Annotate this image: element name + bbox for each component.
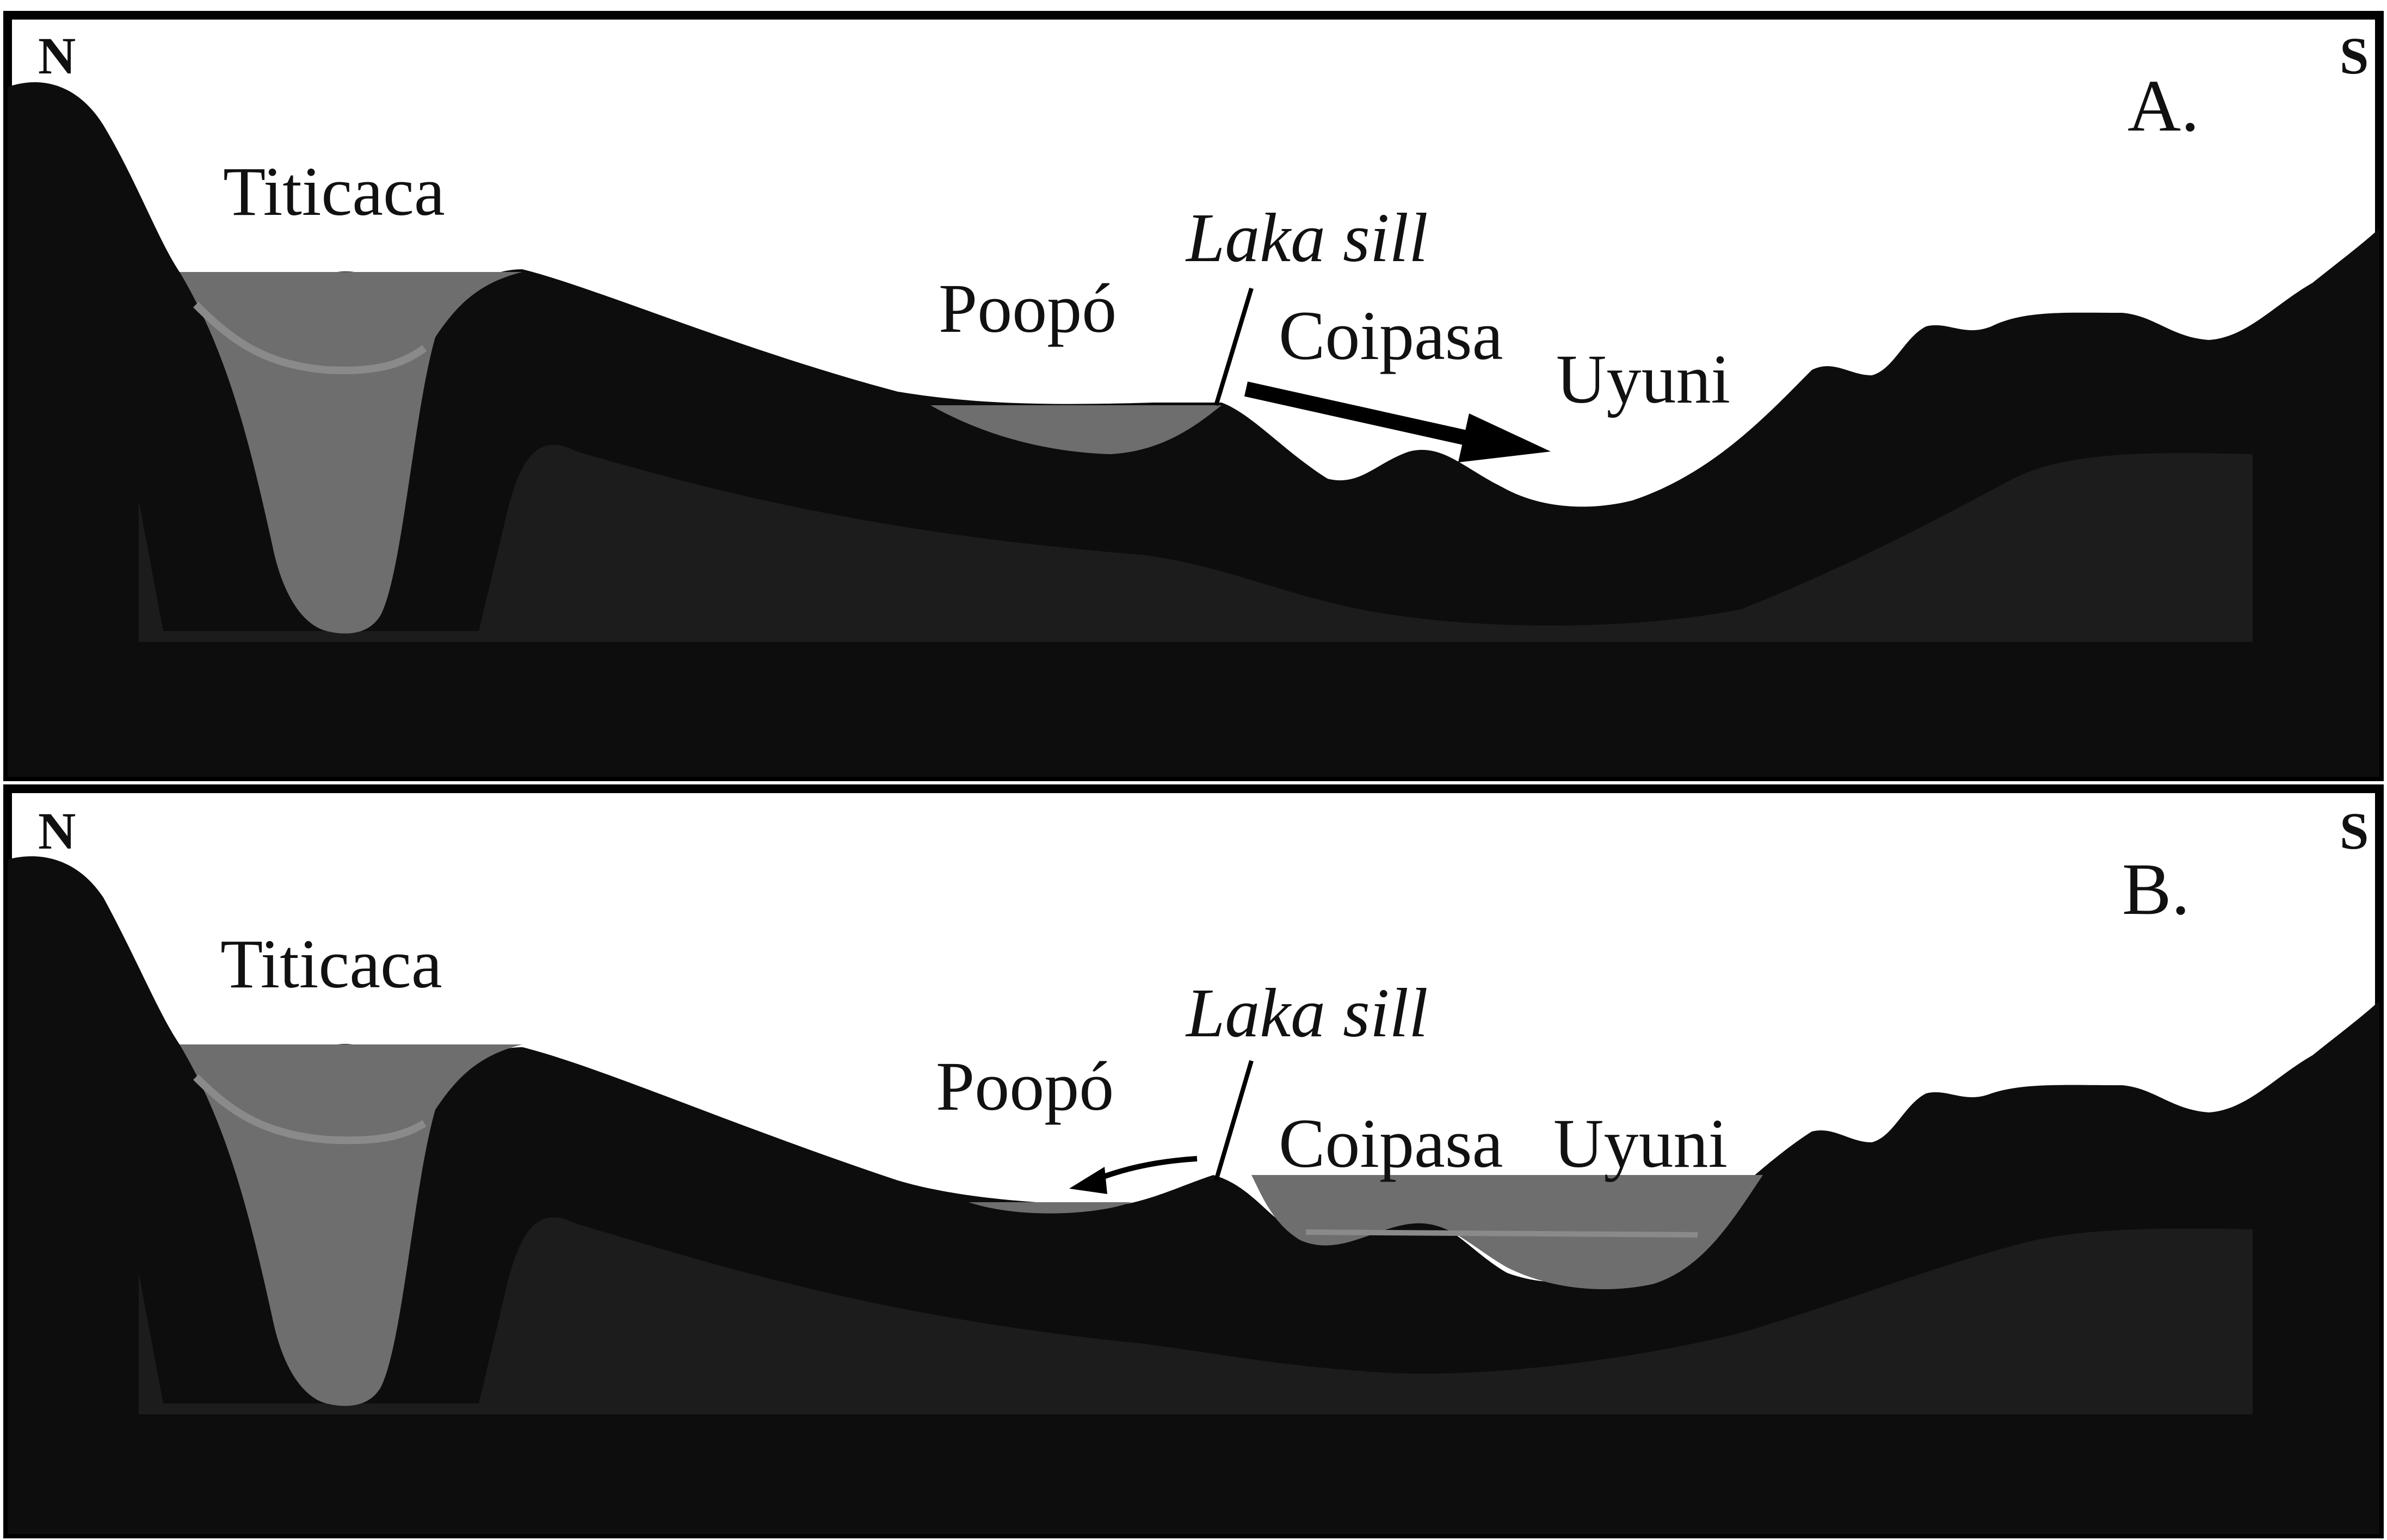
panel-a-poopo-label: Poopó xyxy=(939,270,1117,347)
panel-a-coipasa-label: Coipasa xyxy=(1279,297,1503,374)
panel-b-letter: B. xyxy=(2122,849,2190,930)
panel-b: N S B. Titicaca Poopó Laka sill Coipasa … xyxy=(8,789,2379,1534)
panel-b-uyuni-label: Uyuni xyxy=(1553,1105,1728,1182)
panel-a-laka-sill-label: Laka sill xyxy=(1185,199,1428,276)
panel-a-north-label: N xyxy=(38,27,76,85)
panel-a-titicaca-label: Titicaca xyxy=(223,153,445,230)
panel-a-uyuni-label: Uyuni xyxy=(1556,341,1730,418)
panel-b-north-label: N xyxy=(38,802,76,860)
panel-a-letter: A. xyxy=(2127,65,2199,147)
panel-b-laka-sill-label: Laka sill xyxy=(1185,974,1428,1052)
panel-b-poopo-label: Poopó xyxy=(936,1048,1114,1125)
panel-a: N S A. Titicaca Poopó Laka sill Coipasa … xyxy=(8,15,2379,777)
panel-b-coipasa-label: Coipasa xyxy=(1279,1105,1503,1182)
panel-a-south-label: S xyxy=(2340,27,2369,85)
panel-b-coipasa-uyuni-water-layer xyxy=(1306,1232,1698,1235)
panel-b-south-label: S xyxy=(2340,802,2369,860)
panel-b-titicaca-label: Titicaca xyxy=(220,925,442,1003)
